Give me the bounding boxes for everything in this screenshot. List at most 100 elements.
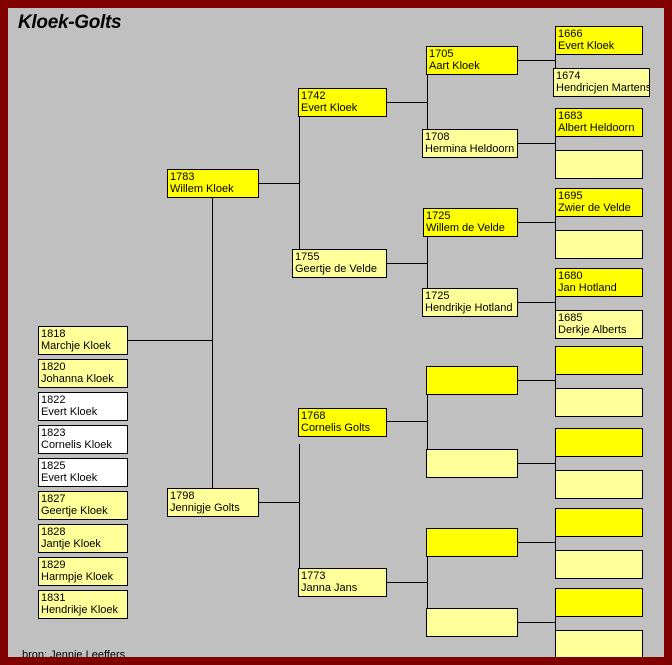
person-box-paternal-grandmother[interactable]: 1755 Geertje de Velde	[292, 249, 387, 278]
person-box-maternal-ffm[interactable]	[555, 388, 643, 417]
person-box-paternal-fmm[interactable]	[555, 150, 643, 179]
person-name: Willem de Velde	[426, 222, 505, 234]
person-box-maternal-fmm[interactable]	[555, 470, 643, 499]
person-box-paternal-ff[interactable]: 1705 Aart Kloek	[426, 46, 518, 75]
connector	[427, 555, 428, 583]
person-year: 1773	[301, 570, 326, 582]
person-name: Cornelis Golts	[301, 422, 371, 434]
person-box-paternal-fmf[interactable]: 1683 Albert Heldoorn	[555, 108, 643, 137]
person-year: 1742	[301, 90, 326, 102]
connector	[555, 536, 556, 543]
person-name: Hendrikje Kloek	[41, 604, 119, 616]
person-box-paternal-mff[interactable]: 1695 Zwier de Velde	[555, 188, 643, 217]
person-year: 1820	[41, 361, 66, 373]
person-year: 1725	[425, 290, 450, 302]
person-year: 1685	[558, 312, 583, 324]
person-name: Willem Kloek	[170, 183, 234, 195]
connector	[518, 622, 556, 623]
person-box-paternal-grandfather[interactable]: 1742 Evert Kloek	[298, 88, 387, 117]
person-name: Hendricjen Martens	[556, 82, 650, 94]
person-box-maternal-mff[interactable]	[555, 508, 643, 537]
person-name: Hendrikje Hotland	[425, 302, 513, 314]
connector	[427, 582, 428, 624]
connector	[427, 102, 428, 144]
person-box-maternal-fff[interactable]	[555, 346, 643, 375]
connector	[299, 116, 300, 184]
person-year: 1825	[41, 460, 66, 472]
person-box-paternal-fff[interactable]: 1666 Evert Kloek	[555, 26, 643, 55]
person-name: Derkje Alberts	[558, 324, 627, 336]
connector	[555, 374, 556, 381]
connector	[555, 456, 556, 464]
person-year: 1725	[426, 210, 451, 222]
person-year: 1708	[425, 131, 450, 143]
person-name: Evert Kloek	[41, 406, 98, 418]
connector	[299, 444, 300, 503]
person-name: Jan Hotland	[558, 282, 617, 294]
person-box-maternal-grandfather[interactable]: 1768 Cornelis Golts	[298, 408, 387, 437]
person-box-maternal-mfm[interactable]	[555, 550, 643, 579]
person-box-father[interactable]: 1783 Willem Kloek	[167, 169, 259, 198]
person-box-paternal-mm[interactable]: 1725 Hendrikje Hotland	[422, 288, 518, 317]
person-box-maternal-grandmother[interactable]: 1773 Janna Jans	[298, 568, 387, 597]
person-name: Jantje Kloek	[41, 538, 101, 550]
person-box-maternal-mf[interactable]	[426, 528, 518, 557]
person-year: 1768	[301, 410, 326, 422]
person-name: Marchje Kloek	[41, 340, 111, 352]
connector	[518, 463, 556, 464]
connector	[555, 136, 556, 144]
person-name: Evert Kloek	[558, 40, 615, 52]
person-box-paternal-mmf[interactable]: 1680 Jan Hotland	[555, 268, 643, 297]
person-box-mother[interactable]: 1798 Jennigje Golts	[167, 488, 259, 517]
connector	[518, 60, 556, 61]
connector	[518, 542, 556, 543]
person-year: 1823	[41, 427, 66, 439]
person-box-paternal-mf[interactable]: 1725 Willem de Velde	[423, 208, 518, 237]
connector	[386, 582, 428, 583]
person-year: 1829	[41, 559, 66, 571]
connector	[518, 302, 556, 303]
connector	[386, 102, 428, 103]
person-box-paternal-mmm[interactable]: 1685 Derkje Alberts	[555, 310, 643, 339]
person-box-maternal-ff[interactable]	[426, 366, 518, 395]
person-name: Aart Kloek	[429, 60, 480, 72]
person-box-paternal-ffm[interactable]: 1674 Hendricjen Martens	[553, 68, 650, 97]
person-name: Janna Jans	[301, 582, 358, 594]
connector	[386, 263, 428, 264]
connector	[555, 616, 556, 623]
person-box-maternal-fmf[interactable]	[555, 428, 643, 457]
connector	[427, 421, 428, 463]
person-name: Jennigje Golts	[170, 502, 240, 514]
person-name: Albert Heldoorn	[558, 122, 635, 134]
person-year: 1695	[558, 190, 583, 202]
person-year: 1674	[556, 70, 581, 82]
person-box-paternal-fm[interactable]: 1708 Hermina Heldoorn	[422, 129, 518, 158]
person-box-paternal-mfm[interactable]	[555, 230, 643, 259]
person-year: 1822	[41, 394, 66, 406]
person-box-maternal-fm[interactable]	[426, 449, 518, 478]
person-year: 1827	[41, 493, 66, 505]
person-year: 1818	[41, 328, 66, 340]
connector	[299, 502, 300, 582]
connector	[518, 380, 556, 381]
person-box-maternal-mmf[interactable]	[555, 588, 643, 617]
person-box-maternal-mm[interactable]	[426, 608, 518, 637]
connector	[427, 374, 428, 422]
person-box-maternal-mmm[interactable]	[555, 630, 643, 657]
page-title: Kloek-Golts	[18, 12, 122, 33]
connector	[212, 340, 213, 488]
person-year: 1798	[170, 490, 195, 502]
person-year: 1783	[170, 171, 195, 183]
source-credit: bron: Jennie Leeffers	[22, 649, 126, 661]
person-name: Geertje de Velde	[295, 263, 377, 275]
